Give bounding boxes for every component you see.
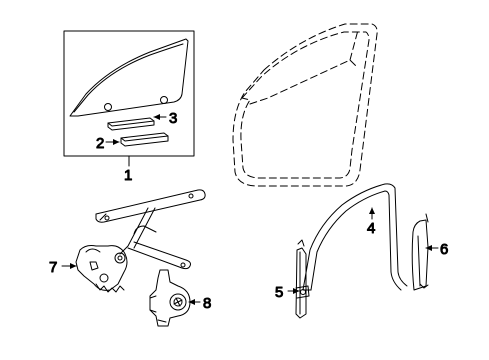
callout-8: 8 [203,295,211,312]
glass-channel-3 [107,117,155,131]
callout-6: 6 [440,241,448,258]
glass-run-channel [302,183,408,291]
callout-4: 4 [367,220,375,237]
window-regulator [75,189,206,293]
callout-5: 5 [275,284,283,301]
callout-3: 3 [169,110,177,127]
callout-7: 7 [49,259,57,276]
rear-sash [411,213,429,291]
door-glass [69,38,189,117]
glass-channel-2 [120,132,169,147]
front-sash [295,239,310,319]
door-outline [232,23,378,187]
regulator-motor [149,269,191,327]
leader-lines [61,114,439,305]
callout-1: 1 [124,167,132,184]
callout-2: 2 [96,135,104,152]
